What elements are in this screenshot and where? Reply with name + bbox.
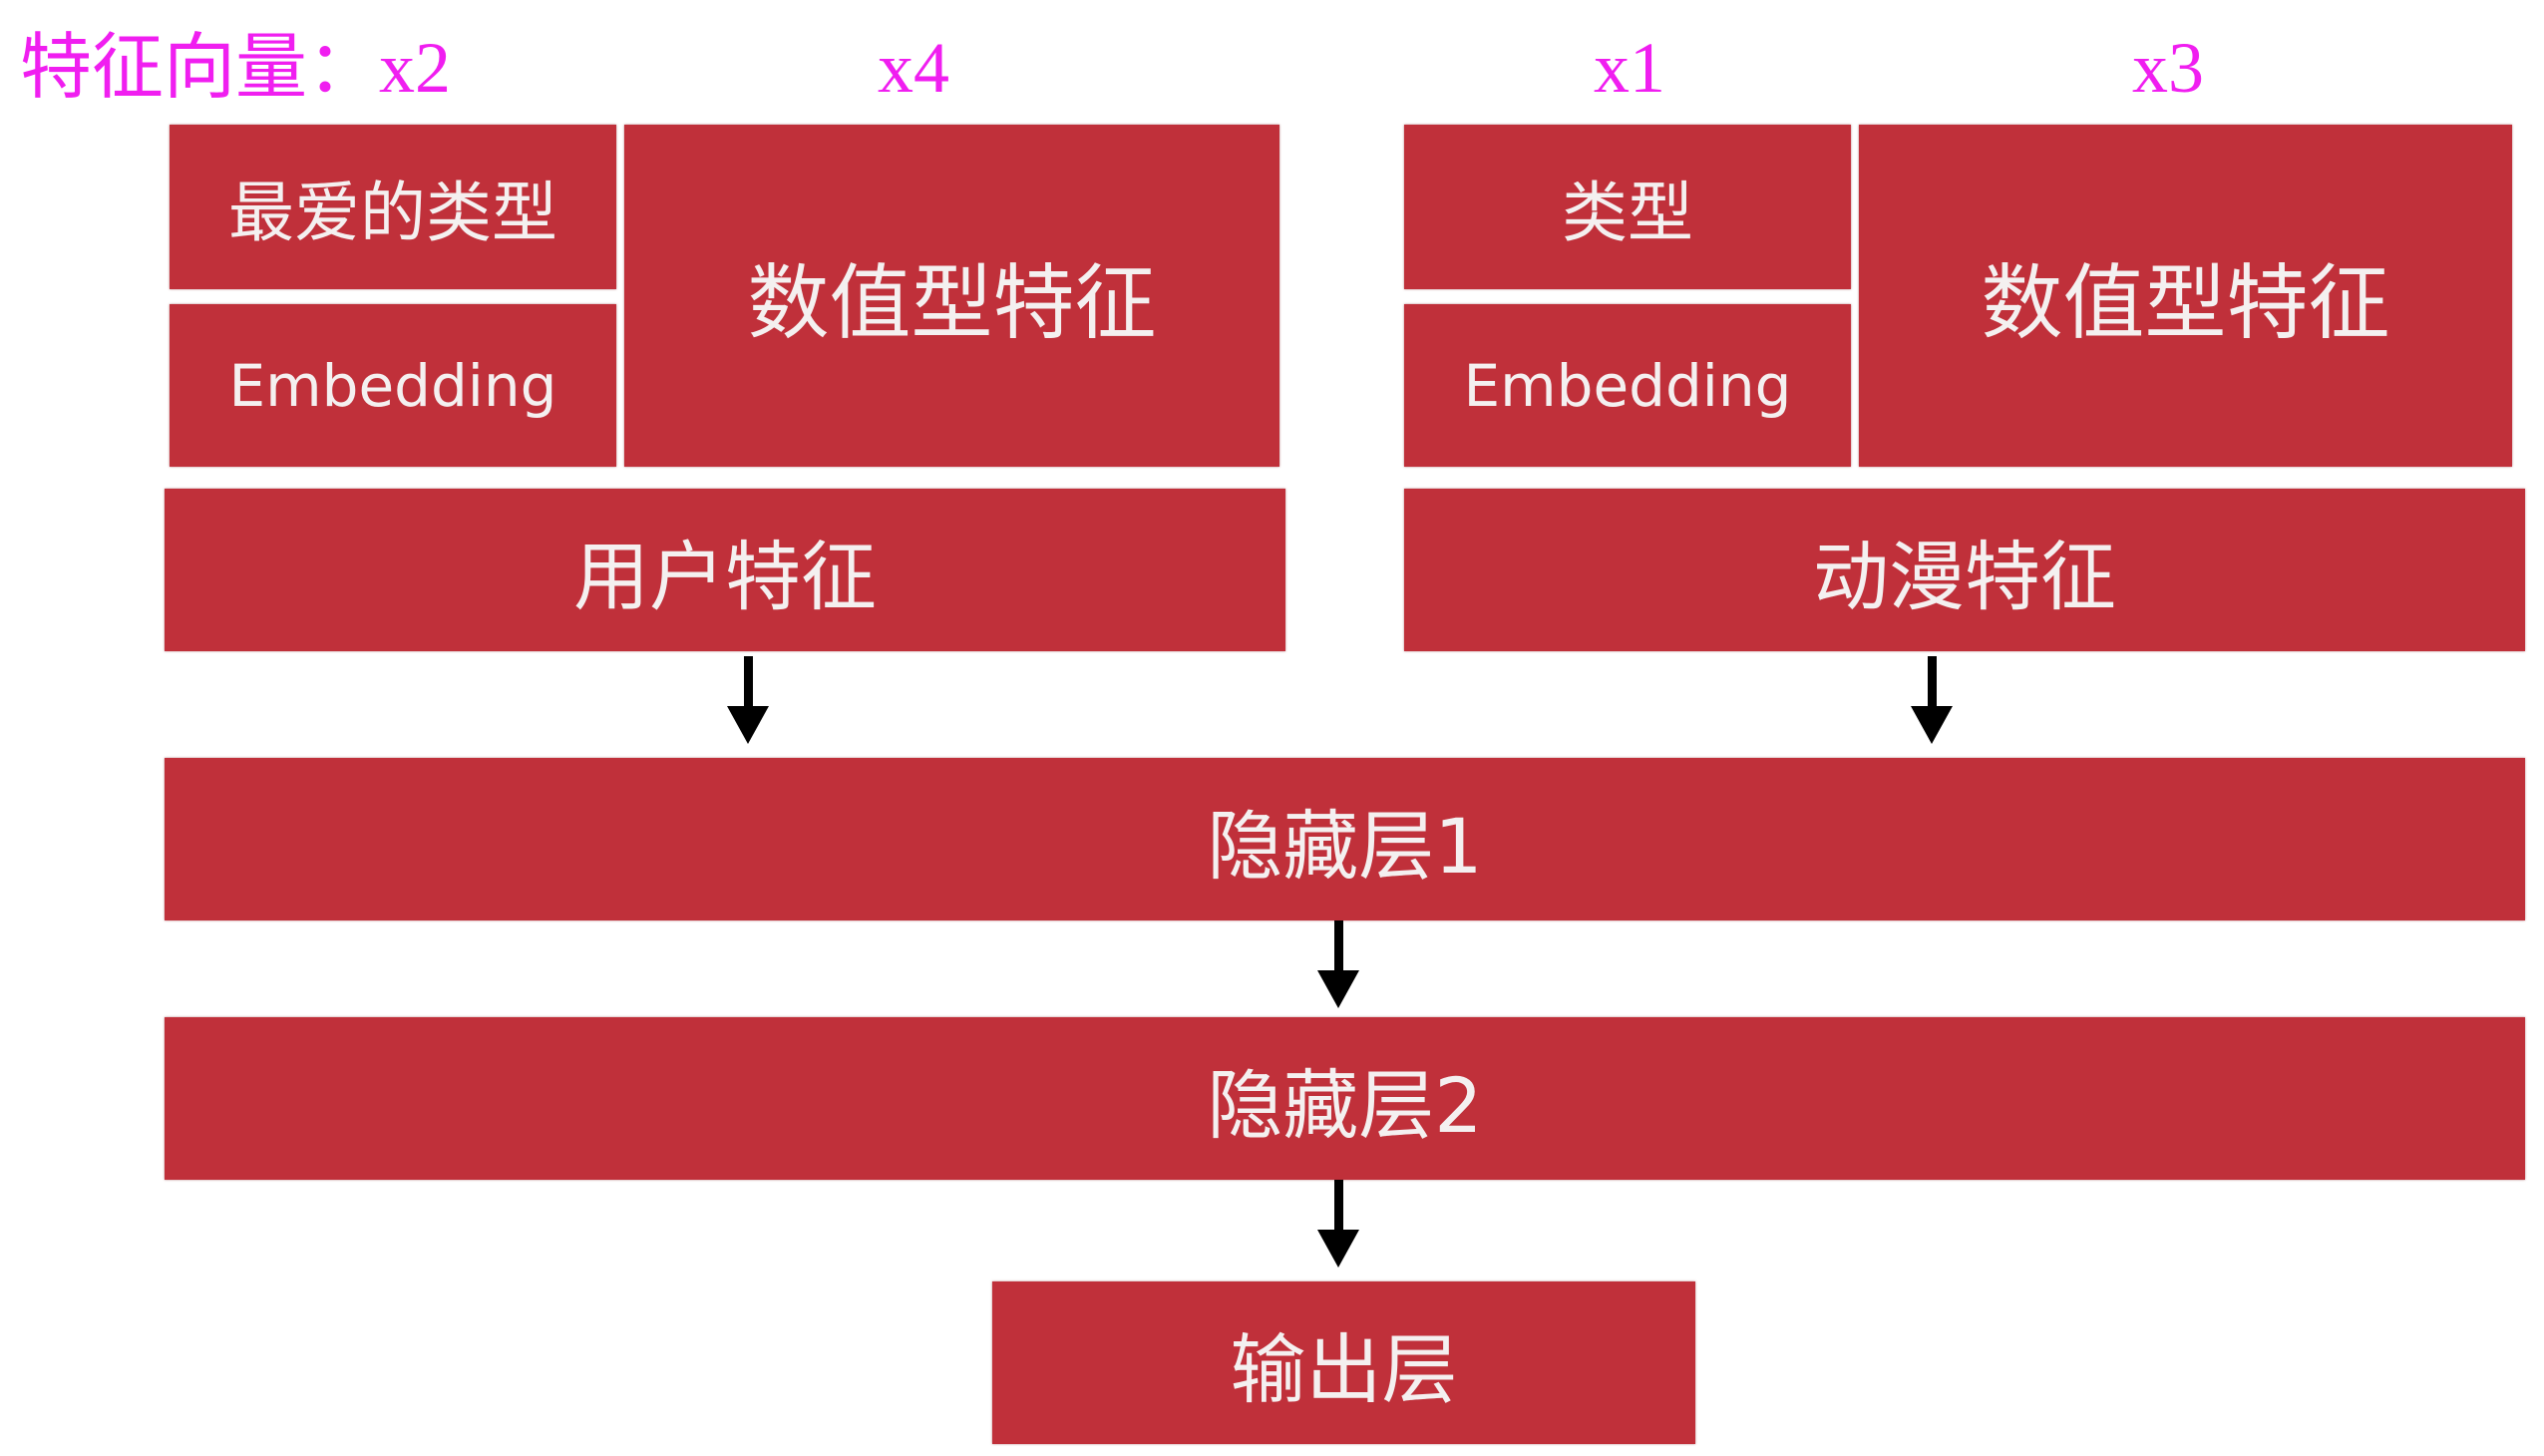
arrow-hidden1-to-hidden2 bbox=[1334, 920, 1343, 972]
user-numeric-box: 数值型特征 bbox=[624, 125, 1279, 467]
anime-genre-box: 类型 bbox=[1404, 125, 1851, 289]
user-features-box: 用户特征 bbox=[165, 489, 1285, 651]
arrow-anime-to-hidden1 bbox=[1928, 656, 1937, 708]
arrow-user-to-hidden1-head bbox=[727, 706, 769, 744]
anime-embedding-box: Embedding bbox=[1404, 304, 1851, 467]
hidden-layer-1: 隐藏层1 bbox=[165, 758, 2525, 920]
anime-numeric-dim-label: x3 bbox=[2132, 28, 2204, 108]
user-embedding-box: Embedding bbox=[170, 304, 616, 467]
anime-numeric-box: 数值型特征 bbox=[1859, 125, 2512, 467]
anime-genre-dim-label: x1 bbox=[1594, 28, 1665, 108]
user-genre-box: 最爱的类型 bbox=[170, 125, 616, 289]
arrow-anime-to-hidden1-head bbox=[1911, 706, 1953, 744]
hidden-layer-2: 隐藏层2 bbox=[165, 1017, 2525, 1180]
anime-features-box: 动漫特征 bbox=[1404, 489, 2525, 651]
arrow-hidden2-to-output bbox=[1334, 1180, 1343, 1232]
arrow-hidden1-to-hidden2-head bbox=[1317, 970, 1359, 1008]
output-layer: 输出层 bbox=[992, 1281, 1695, 1444]
arrow-hidden2-to-output-head bbox=[1317, 1230, 1359, 1268]
arrow-user-to-hidden1 bbox=[744, 656, 753, 708]
feature-vector-annotation: 特征向量：x2 bbox=[20, 28, 452, 108]
user-numeric-dim-label: x4 bbox=[878, 28, 949, 108]
